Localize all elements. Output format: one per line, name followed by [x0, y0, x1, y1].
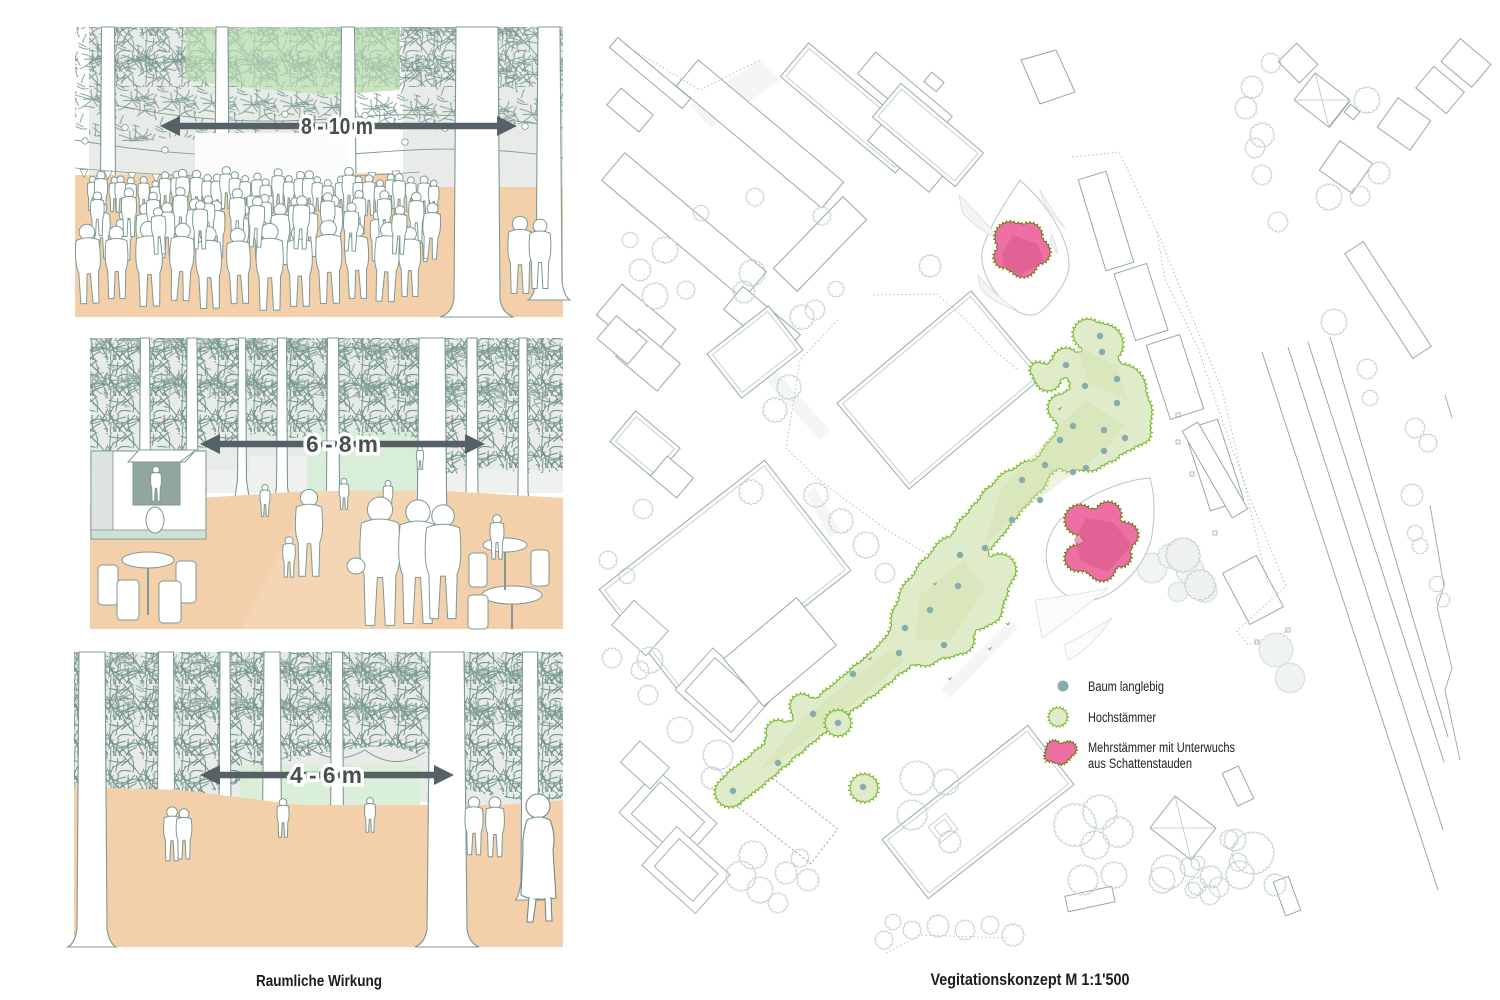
svg-text:Vegitationskonzept M 1:1'500: Vegitationskonzept M 1:1'500 [931, 971, 1130, 989]
svg-text:Raumliche Wirkung: Raumliche Wirkung [256, 973, 382, 990]
svg-text:Mehrstämmer mit Unterwuchs: Mehrstämmer mit Unterwuchs [1088, 740, 1235, 755]
svg-text:Hochstämmer: Hochstämmer [1088, 710, 1156, 725]
svg-text:Baum langlebig: Baum langlebig [1088, 679, 1164, 694]
svg-text:8 - 10 m: 8 - 10 m [301, 113, 373, 139]
svg-text:6 - 8 m: 6 - 8 m [306, 431, 378, 457]
svg-text:4 - 6 m: 4 - 6 m [290, 762, 362, 788]
svg-text:aus Schattenstauden: aus Schattenstauden [1088, 756, 1192, 771]
